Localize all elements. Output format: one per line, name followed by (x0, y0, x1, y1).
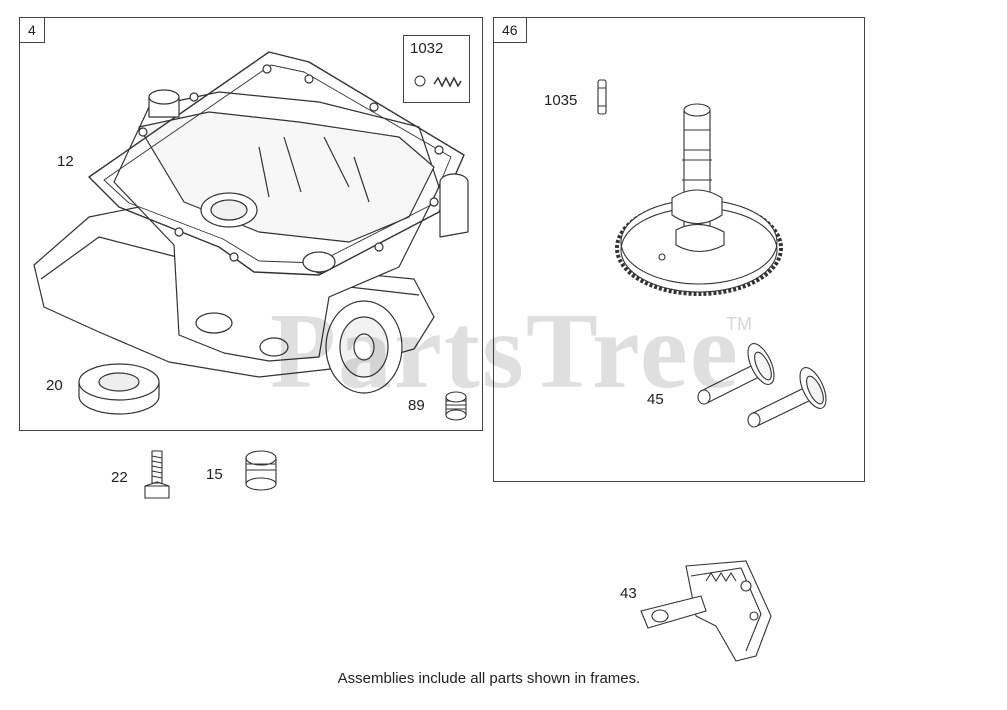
bolt-drawing (142, 448, 172, 508)
callout-43: 43 (620, 585, 637, 602)
callout-1032: 1032 (410, 40, 444, 57)
bracket-assembly-drawing (636, 556, 776, 666)
frame-crankcase-cover: 4 (19, 17, 483, 431)
callout-12: 12 (57, 153, 74, 170)
crankcase-cover-drawing (19, 17, 483, 431)
oil-seal-drawing (75, 360, 165, 420)
callout-1035: 1035 (544, 92, 578, 109)
assemblies-note: Assemblies include all parts shown in fr… (337, 670, 641, 687)
callout-15: 15 (206, 466, 223, 483)
check-ball-and-spring-drawing (404, 36, 471, 104)
trademark-mark: TM (726, 314, 752, 334)
callout-22: 22 (111, 469, 128, 486)
frame-number: 4 (20, 18, 45, 43)
frame-camshaft: 46 (493, 17, 865, 482)
camshaft-gear-drawing (614, 100, 794, 300)
callout-89: 89 (408, 397, 425, 414)
subframe-1032: 1032 (403, 35, 470, 103)
frame-number: 46 (494, 18, 527, 43)
callout-45: 45 (647, 391, 664, 408)
callout-20: 20 (46, 377, 63, 394)
pin-drawing (592, 78, 612, 118)
tappets-drawing (693, 336, 843, 436)
fitting-drawing (242, 444, 282, 494)
plug-drawing (441, 383, 471, 423)
